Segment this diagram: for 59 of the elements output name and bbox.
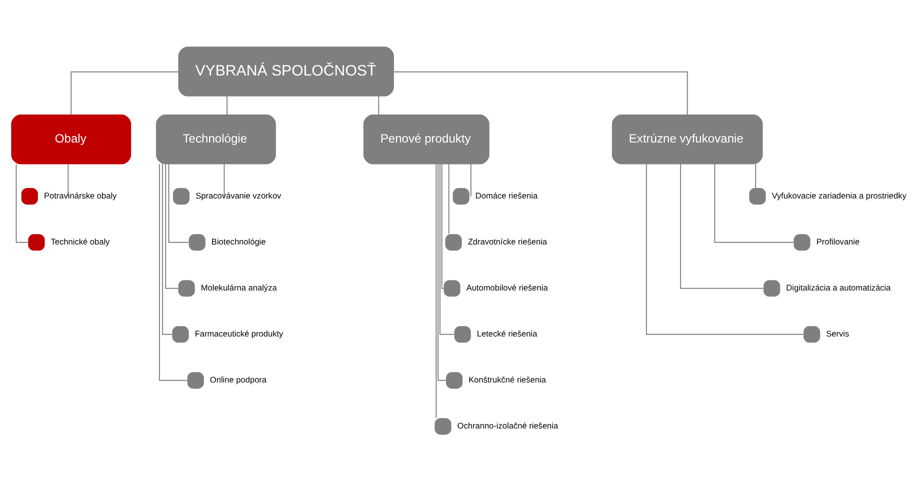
node-label: Potravinárske obaly — [44, 190, 117, 200]
node-label: Farmaceutické produkty — [194, 328, 284, 338]
node-label: Konštrukčné riešenia — [468, 374, 546, 384]
connector — [162, 163, 173, 334]
node-label: Molekulárna analýza — [200, 282, 277, 292]
connector — [470, 163, 472, 196]
connector — [448, 163, 450, 234]
node-box — [21, 188, 38, 204]
node-box: Obaly — [11, 114, 132, 164]
connector — [436, 163, 437, 418]
node-box — [749, 188, 766, 204]
node-box — [434, 418, 452, 434]
node-box — [764, 280, 780, 296]
node-label: Spracovávanie vzorkov — [196, 190, 282, 200]
node-box — [188, 234, 206, 250]
node-label: Vyfukovacie zariadenia a prostriedky — [772, 190, 906, 200]
connector — [714, 163, 794, 242]
node-label: Servis — [826, 328, 850, 338]
connector — [646, 163, 804, 334]
node-label: Digitalizácia a automatizácia — [786, 282, 891, 292]
connector — [224, 163, 225, 196]
node-box: Penové produkty — [363, 114, 490, 164]
node-box: VYBRANÁ SPOLOČNOSŤ — [178, 46, 394, 96]
node-label: Automobilové riešenia — [466, 282, 548, 292]
node-box: Extrúzne vyfukovanie — [612, 114, 763, 164]
node-box — [794, 234, 810, 250]
node-box: Technológie — [156, 114, 276, 164]
node-box — [187, 372, 204, 388]
connector — [393, 70, 688, 115]
node-box — [804, 326, 820, 342]
node-label: Biotechnológie — [211, 236, 266, 246]
connector — [165, 163, 179, 288]
node-box — [172, 188, 190, 204]
connector — [226, 95, 228, 115]
node-label: Zdravotnícke riešenia — [468, 236, 548, 246]
connector — [378, 95, 380, 115]
connector — [70, 70, 179, 115]
node-box — [28, 234, 45, 250]
connector — [441, 163, 444, 288]
connector — [680, 163, 764, 288]
connector — [168, 163, 190, 242]
node-label: Letecké riešenia — [476, 328, 538, 338]
connector — [68, 163, 69, 196]
node-label: Domáce riešenia — [475, 190, 538, 200]
node-box — [445, 234, 462, 250]
node-box — [178, 280, 195, 296]
node-box — [446, 372, 463, 388]
node-box — [454, 326, 471, 342]
node-label: Technické obaly — [50, 236, 110, 246]
connector — [755, 163, 756, 188]
connector — [438, 163, 446, 380]
node-label: Online podpora — [210, 374, 267, 384]
connector — [158, 163, 188, 380]
node-label: Ochranno-izolačné riešenia — [457, 420, 558, 430]
node-box — [444, 280, 460, 296]
node-label: Profilovanie — [816, 236, 860, 246]
connector — [439, 163, 455, 334]
node-box — [452, 188, 470, 204]
node-box — [172, 326, 189, 342]
